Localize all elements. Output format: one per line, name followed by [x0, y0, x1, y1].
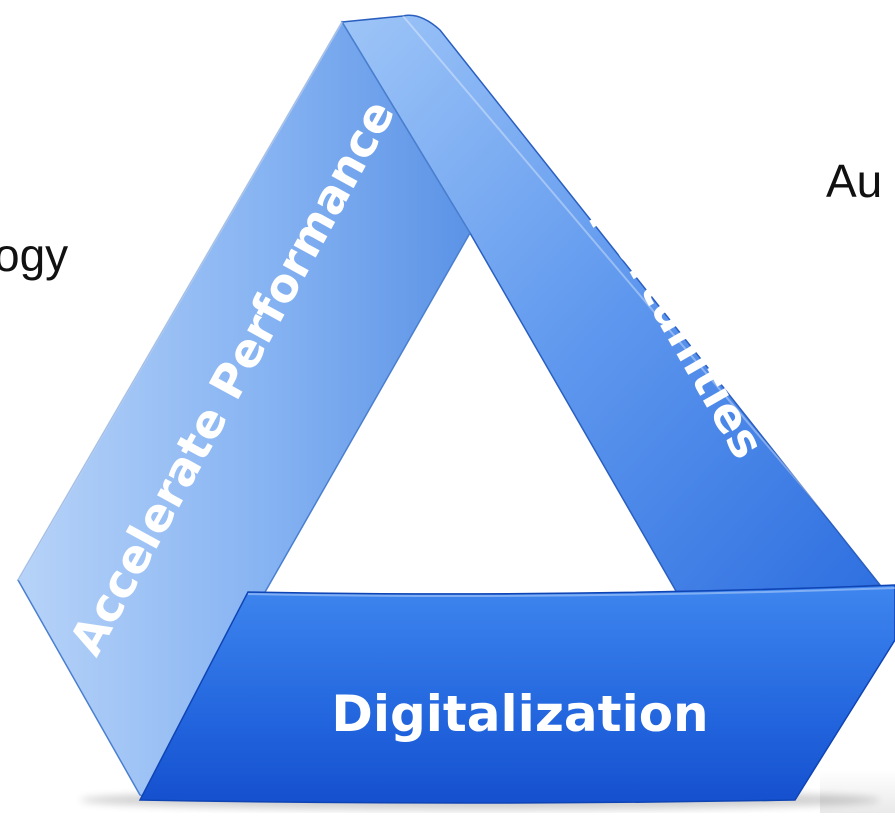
label-digitalization: Digitalization [331, 685, 708, 743]
band-opportunities-highlight [402, 15, 891, 591]
side-text-right: Au [826, 155, 883, 207]
side-text-left: ogy [0, 229, 69, 281]
floor-shadow [820, 770, 895, 813]
band-accelerate-highlight [17, 21, 343, 581]
band-digitalization-highlight [247, 587, 895, 597]
band-digitalization [138, 584, 895, 804]
